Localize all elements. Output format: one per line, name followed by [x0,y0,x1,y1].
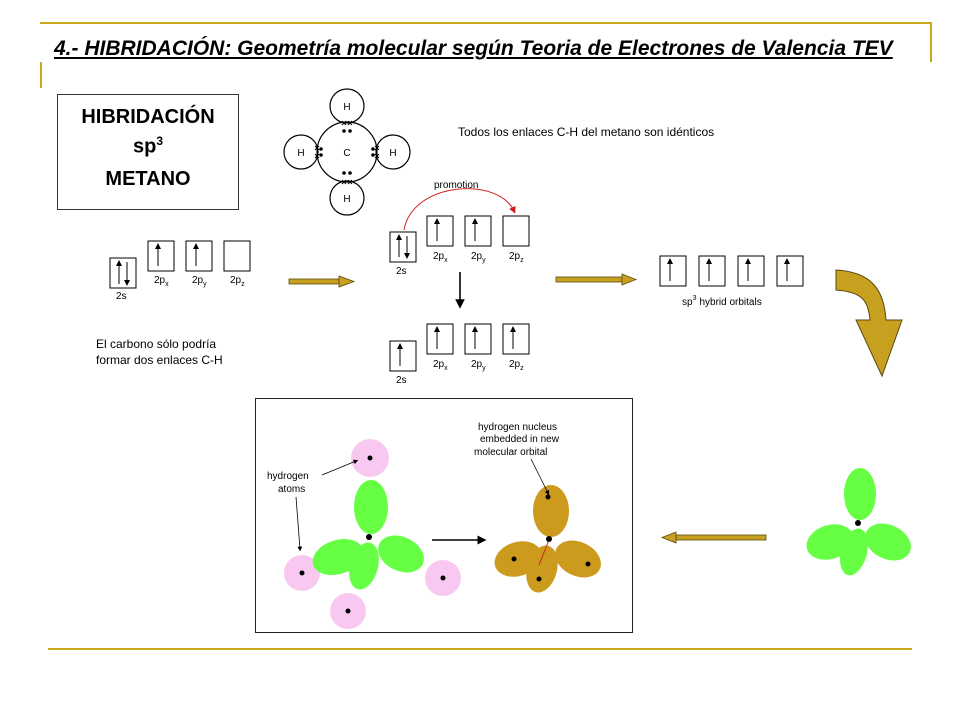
orbital-box-2s-excited [389,340,417,372]
carbon-note-line2: formar dos enlaces C-H [96,353,223,367]
label-2pz: 2pz [509,359,524,372]
orbital-box-2pz [223,240,251,272]
box-line-hybridization: HIBRIDACIÓN [81,106,215,128]
hybrid-orbital-box-4 [776,255,804,287]
carbon-nucleus [366,534,372,540]
orbital-box-2py [464,215,492,247]
label-2px: 2px [433,251,448,264]
orbital-box-2px [426,215,454,247]
h-nucleus-bottom [536,576,542,582]
left-rule [40,62,42,88]
carbon-symbol: C [343,148,350,159]
shared-electron-crosses [314,120,380,185]
gold-arrow-1 [288,275,356,288]
label-2py: 2py [471,359,486,372]
label-2py: 2py [192,275,207,288]
hydrogen-shell-right [375,134,411,170]
carbon-nucleus-mo [546,536,552,542]
sp3-figure-right [660,468,911,576]
hydrogen-pointer-1 [321,459,359,476]
orbital-box-2s-promoted [389,231,417,263]
orbital-overlap-figure: hydrogen atoms hydrogen nucleus embedded… [255,398,633,633]
sp-label: sp [132,135,157,158]
orbital-box-2py [464,323,492,355]
hybridization-box: HIBRIDACIÓN sp3 METANO [57,94,239,210]
hybrid-orbital-box-1 [659,255,687,287]
hydrogen-shell-top [329,88,365,124]
nucleus-label-line3: molecular orbital [474,447,547,458]
h-nucleus-left [511,556,517,562]
hydrogen-symbol-left: H [297,148,304,159]
sp3-lobes [312,480,424,590]
carbon-nucleus-right [855,520,861,526]
overlap-svg: hydrogen atoms hydrogen nucleus embedded… [267,422,601,629]
top-rule [40,22,932,24]
hybrid-orbital-box-3 [737,255,765,287]
orbital-box-2pz [502,215,530,247]
promotion-label: promotion [434,180,478,191]
curved-gold-arrow [835,269,903,378]
label-2s: 2s [396,375,407,386]
hydrogen-symbol-top: H [343,102,350,113]
h-nucleus-right [585,561,591,567]
orbital-box-2pz [502,323,530,355]
carbon-shell [316,121,378,183]
red-bond-line [538,539,550,566]
hybrid-orbital-box-2 [698,255,726,287]
orbital-diagram: 2s 2px 2py 2pz 2s 2px 2py 2pz promotion [109,180,903,386]
label-2pz: 2pz [509,251,524,264]
label-2py: 2py [471,251,486,264]
nucleus-label-line1: hydrogen nucleus [478,422,557,433]
hydrogen-symbol-right: H [389,148,396,159]
label-2s: 2s [396,266,407,277]
sp3-lobes-right [806,468,911,576]
nucleus-label-line2: embedded in new [480,434,560,445]
orbital-box-2s [109,257,137,289]
hydrogen-label-line1: hydrogen [267,471,309,482]
label-2s: 2s [116,291,127,302]
hydrogen-pointer-2 [295,496,303,552]
promoted-configuration: 2s 2px 2py 2pz promotion [389,180,530,309]
hydrogen-label-line2: atoms [278,484,305,495]
label-2px: 2px [154,275,169,288]
gold-arrow-2 [555,273,638,286]
identical-bonds-note: Todos los enlaces C-H del metano son idé… [458,125,715,139]
excited-configuration: 2s 2px 2py 2pz [389,323,530,386]
shared-electron-dots [319,129,375,175]
bottom-rule [48,648,912,650]
label-2px: 2px [433,359,448,372]
box-line-methane: METANO [105,167,191,190]
orbital-box-2py [185,240,213,272]
carbon-note-line1: El carbono sólo podría [96,337,217,351]
orbital-box-2px [147,240,175,272]
top-right-rule [930,22,932,62]
carbon-note: El carbono sólo podría formar dos enlace… [96,336,223,368]
gold-arrow-left [660,531,767,544]
hydrogen-symbol-bottom: H [343,194,350,205]
sp-superscript: 3 [156,134,164,148]
label-2pz: 2pz [230,275,245,288]
methane-lewis-structure: C H H H H [283,88,411,216]
orbital-box-2px [426,323,454,355]
nucleus-pointer [530,458,550,496]
page-title: 4.- HIBRIDACIÓN: Geometría molecular seg… [54,37,893,60]
molecular-orbital-lobes [494,485,601,593]
promotion-arrow [403,188,516,231]
h-nucleus-top [545,494,551,500]
hydrogen-shell-left [283,134,319,170]
hydrogen-shell-bottom [329,180,365,216]
ground-state-configuration: 2s 2px 2py 2pz [109,240,251,302]
box-line-sp3: sp3 [58,129,238,159]
